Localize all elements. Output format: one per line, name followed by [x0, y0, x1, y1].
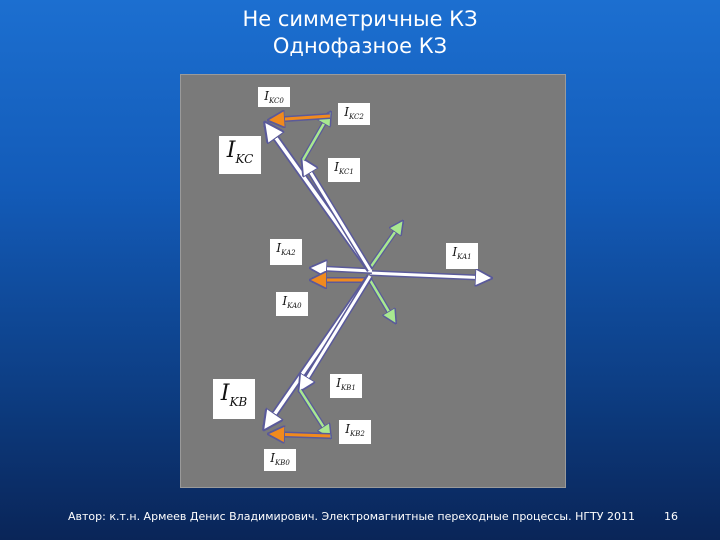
label-ikc1-sub: KC1 — [338, 168, 354, 176]
vector-green-down — [367, 278, 398, 322]
label-ikc0-main: I — [264, 89, 269, 103]
label-ika1-main: I — [452, 245, 458, 259]
vector-ikb0 — [270, 434, 331, 436]
label-ikc0-sub: KC0 — [268, 97, 284, 105]
slide-title-line2: Однофазное КЗ — [272, 34, 448, 58]
label-ikb-main: I — [220, 381, 230, 406]
label-ikc2-main: I — [344, 105, 349, 119]
slide-title-line1: Не симметричные КЗ — [242, 7, 478, 31]
vector-ika1 — [369, 273, 490, 278]
vector-ikb1 — [300, 274, 373, 390]
vector-ikb2 — [297, 388, 330, 437]
label-ikb2-main: I — [345, 422, 350, 436]
label-ikb1-sub: KB1 — [340, 384, 356, 392]
label-ikb0-sub: KB0 — [274, 459, 290, 467]
label-ika2-main: I — [276, 241, 282, 255]
label-ikb2-sub: KB2 — [349, 430, 365, 438]
label-ikc-main: I — [226, 138, 236, 163]
vector-ikc2 — [300, 113, 333, 162]
label-ika2-sub: KA2 — [281, 249, 296, 257]
vector-ika2 — [312, 268, 373, 271]
label-ikc2-sub: KC2 — [348, 113, 364, 121]
label-ika1-sub: KA1 — [457, 253, 472, 261]
vector-ikc0 — [270, 116, 331, 120]
label-ikc-sub: KC — [235, 152, 254, 166]
label-ikb-sub: KB — [229, 395, 248, 409]
slide-footer: Автор: к.т.н. Армеев Денис Владимирович.… — [68, 510, 635, 523]
page-number: 16 — [664, 510, 678, 523]
label-ikc1-main: I — [334, 160, 339, 174]
label-ikb0-main: I — [270, 451, 275, 465]
label-ika0-main: I — [282, 294, 288, 308]
label-ikb1-main: I — [336, 376, 341, 390]
vector-ikc1 — [303, 160, 373, 272]
label-ika0-sub: KA0 — [287, 302, 302, 310]
vector-green-up — [367, 222, 402, 270]
